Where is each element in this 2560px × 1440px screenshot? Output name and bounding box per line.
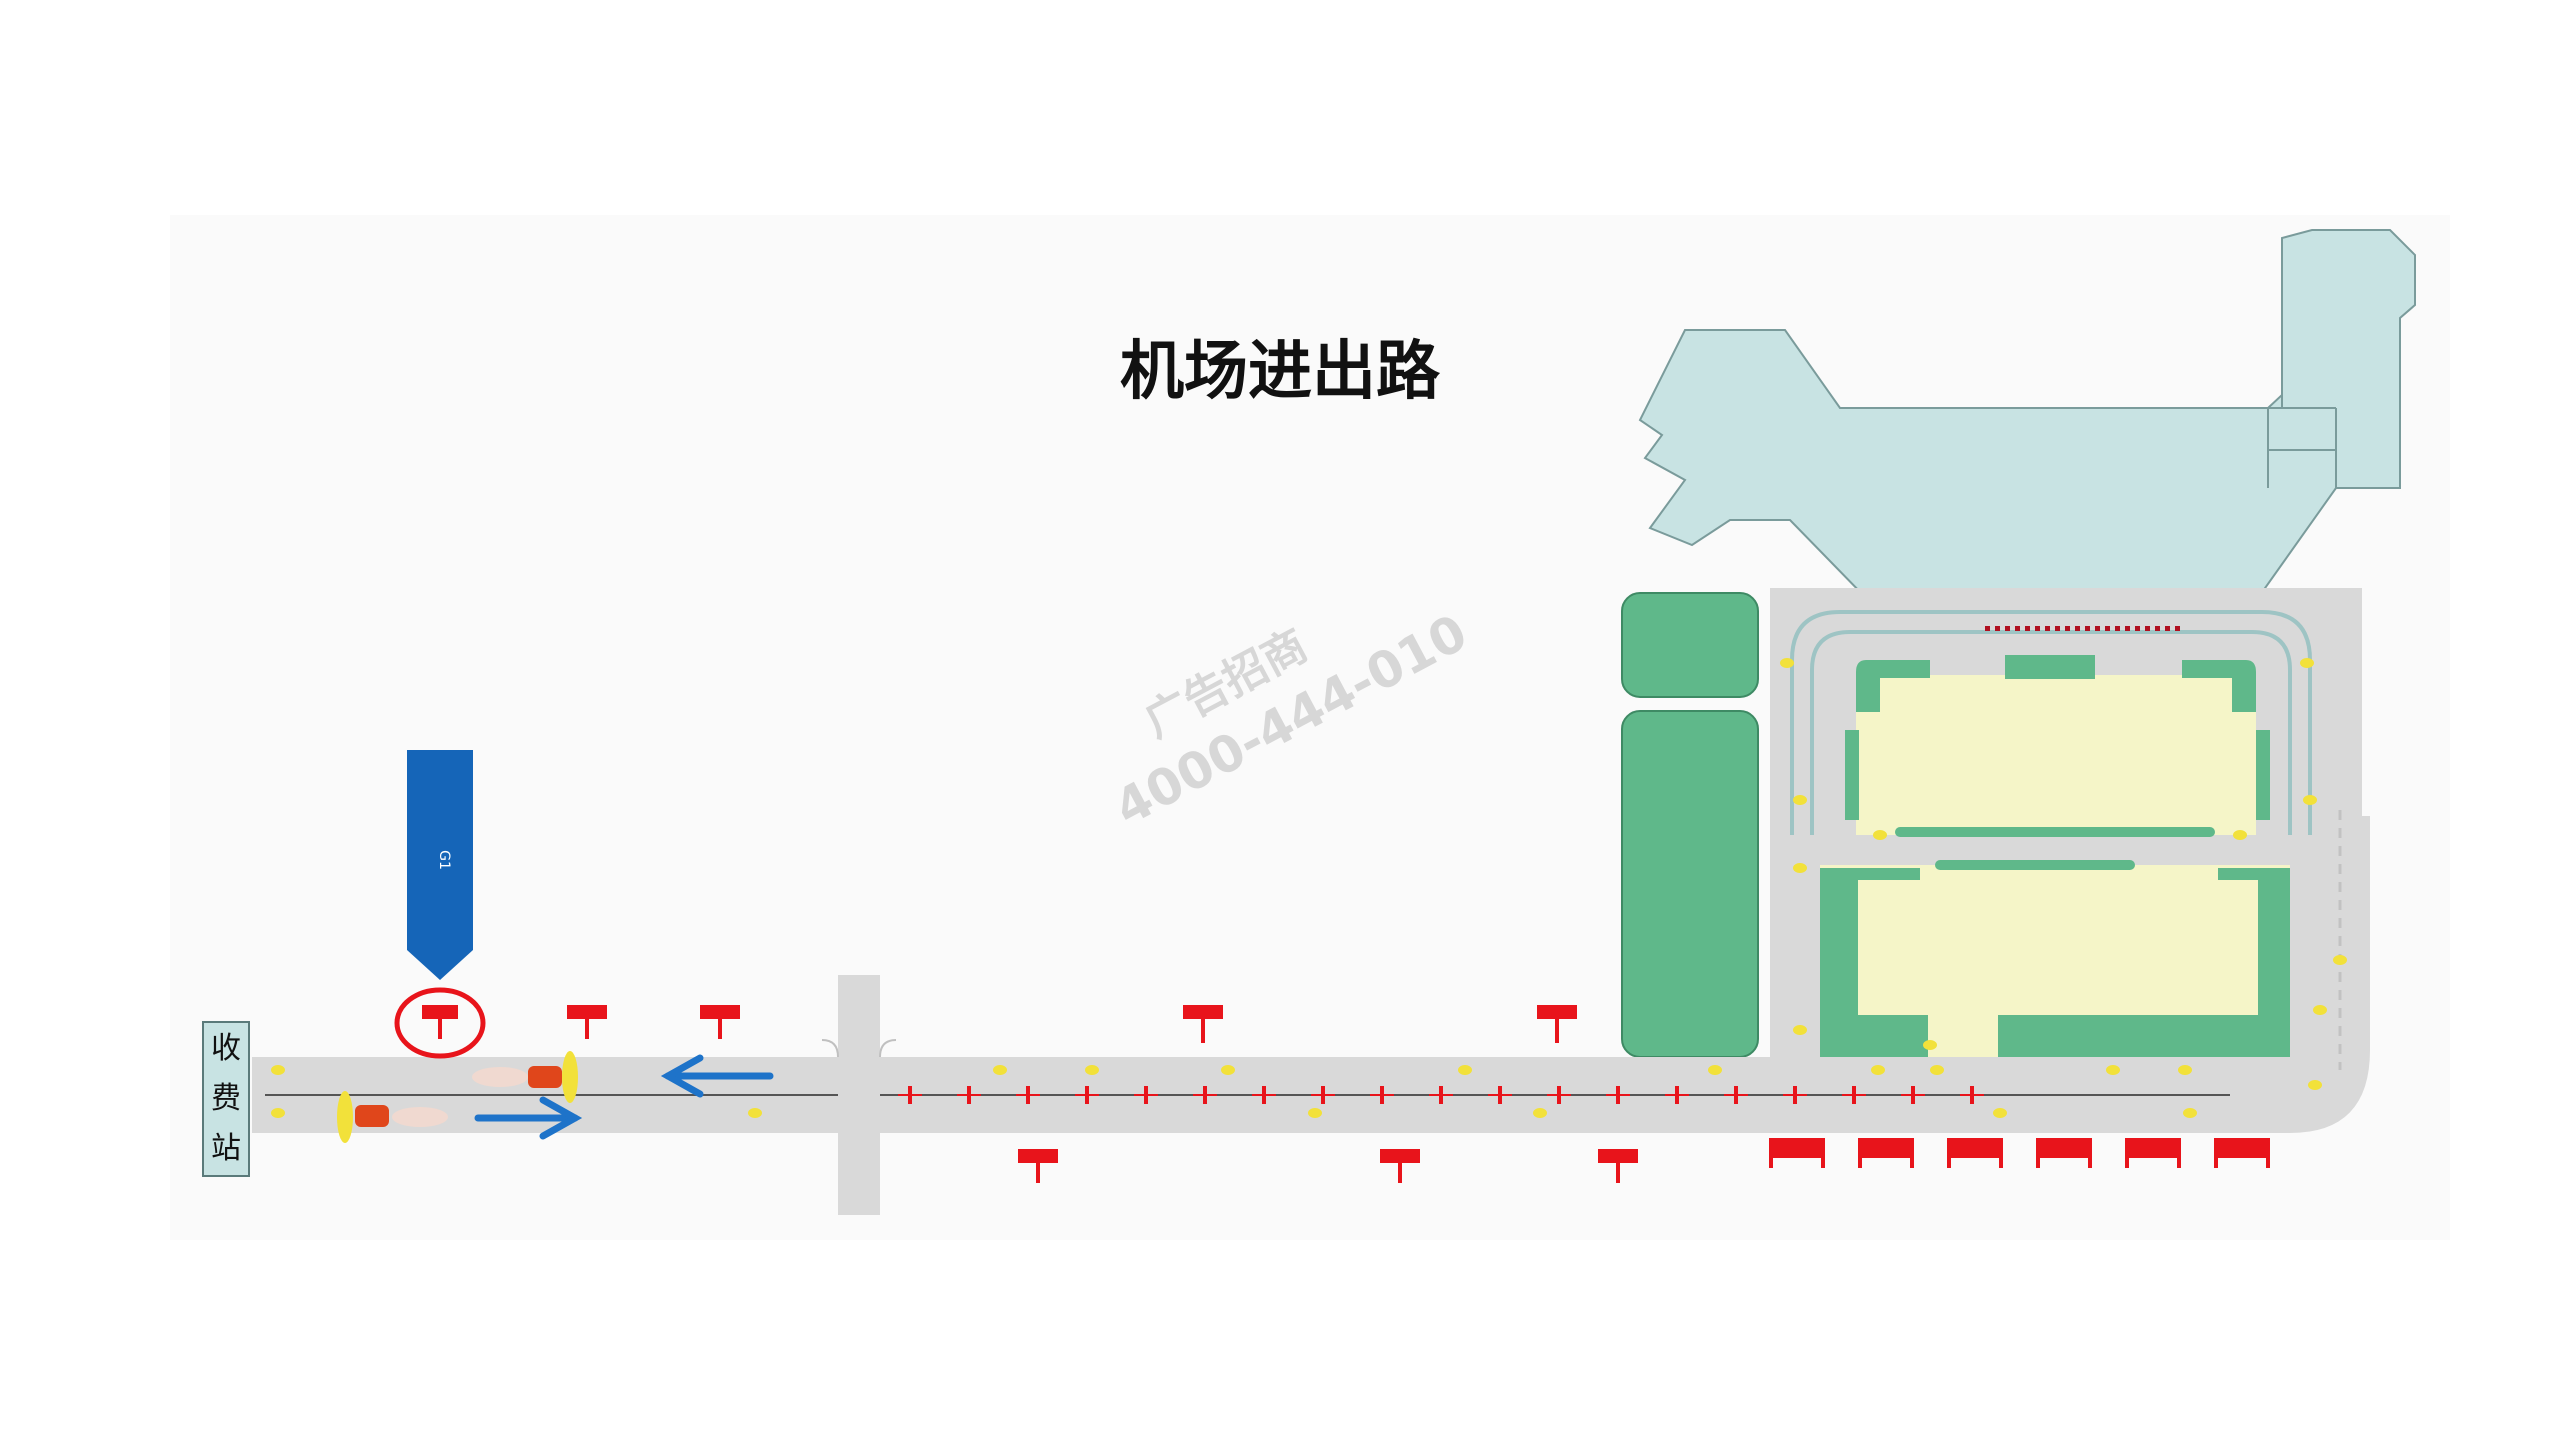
- billboard-dot: [2085, 626, 2090, 631]
- green-block-upper: [1621, 592, 1759, 698]
- street-lamp: [2183, 1108, 2197, 1118]
- street-lamp: [1708, 1065, 1722, 1075]
- billboard-dot: [2165, 626, 2170, 631]
- vehicle-right: [472, 1051, 578, 1103]
- street-lamp: [2333, 955, 2347, 965]
- street-lamp: [993, 1065, 1007, 1075]
- billboard-dot: [2005, 626, 2010, 631]
- billboards: [422, 1005, 2270, 1183]
- billboard-dot: [2115, 626, 2120, 631]
- billboard: [1183, 1005, 1223, 1043]
- billboard-dot: [2055, 626, 2060, 631]
- billboard: [1018, 1149, 1058, 1183]
- billboard-dot: [2155, 626, 2160, 631]
- street-lamp: [1993, 1108, 2007, 1118]
- billboard-dot: [2135, 626, 2140, 631]
- direction-arrow-left: [660, 1054, 774, 1098]
- street-lamp: [2178, 1065, 2192, 1075]
- street-lamp: [2106, 1065, 2120, 1075]
- g1-label: G1: [436, 850, 452, 870]
- billboard: [567, 1005, 607, 1039]
- billboard: [700, 1005, 740, 1039]
- terminal-building: [1638, 229, 2416, 599]
- street-lamp: [1533, 1108, 1547, 1118]
- billboard-dot: [2025, 626, 2030, 631]
- toll-station: 收 费 站: [202, 1021, 250, 1177]
- billboard: [422, 1005, 458, 1039]
- green-block-lower: [1621, 710, 1759, 1058]
- street-lamp: [1221, 1065, 1235, 1075]
- parking-lower: [1820, 860, 2290, 1057]
- street-lamp: [1930, 1065, 1944, 1075]
- page-title: 机场进出路: [1120, 335, 1441, 409]
- street-lamp: [1871, 1065, 1885, 1075]
- billboard-large: [1858, 1138, 1914, 1168]
- street-lamp: [2233, 830, 2247, 840]
- billboard-dot: [2015, 626, 2020, 631]
- billboard: [1598, 1149, 1638, 1183]
- direction-arrow-right: [474, 1096, 583, 1140]
- street-lamp: [271, 1108, 285, 1118]
- billboard-large: [2125, 1138, 2181, 1168]
- street-lamp: [271, 1065, 285, 1075]
- billboard-dot: [2065, 626, 2070, 631]
- billboard-dot: [2145, 626, 2150, 631]
- vehicle-left: [337, 1091, 448, 1143]
- street-lamp: [2303, 795, 2317, 805]
- street-lamp: [1780, 658, 1794, 668]
- street-lamp: [1458, 1065, 1472, 1075]
- billboard-large: [2214, 1138, 2270, 1168]
- street-lamp: [1793, 795, 1807, 805]
- billboard-dot: [2045, 626, 2050, 631]
- street-lamp: [1793, 863, 1807, 873]
- billboard: [1380, 1149, 1420, 1183]
- billboard-dot: [2035, 626, 2040, 631]
- street-lamp: [2300, 658, 2314, 668]
- main-road: [252, 975, 2290, 1215]
- street-lamp: [1793, 1025, 1807, 1035]
- street-lamp: [1085, 1065, 1099, 1075]
- billboard: [1537, 1005, 1577, 1043]
- toll-char-2: 费: [211, 1081, 241, 1116]
- street-lamp: [2308, 1080, 2322, 1090]
- street-lamp: [1308, 1108, 1322, 1118]
- highlight-ring: [394, 987, 486, 1059]
- street-lamp: [1923, 1040, 1937, 1050]
- billboard-large: [2036, 1138, 2092, 1168]
- billboard-dot: [1985, 626, 1990, 631]
- billboard-dot: [2075, 626, 2080, 631]
- billboard-dot: [2105, 626, 2110, 631]
- toll-char-3: 站: [211, 1131, 241, 1166]
- parking-upper: [1845, 655, 2270, 837]
- terminal-billboard-row: [1985, 626, 2180, 631]
- billboard-dot: [2125, 626, 2130, 631]
- g1-location-marker: G1: [407, 750, 473, 980]
- street-lamp: [748, 1108, 762, 1118]
- billboard-large: [1769, 1138, 1825, 1168]
- street-lamps: [271, 658, 2347, 1118]
- billboard-large: [1947, 1138, 2003, 1168]
- street-lamp: [1873, 830, 1887, 840]
- billboard-dot: [2175, 626, 2180, 631]
- toll-char-1: 收: [211, 1031, 241, 1066]
- billboard-dot: [2095, 626, 2100, 631]
- street-lamp: [2313, 1005, 2327, 1015]
- billboard-dot: [1995, 626, 2000, 631]
